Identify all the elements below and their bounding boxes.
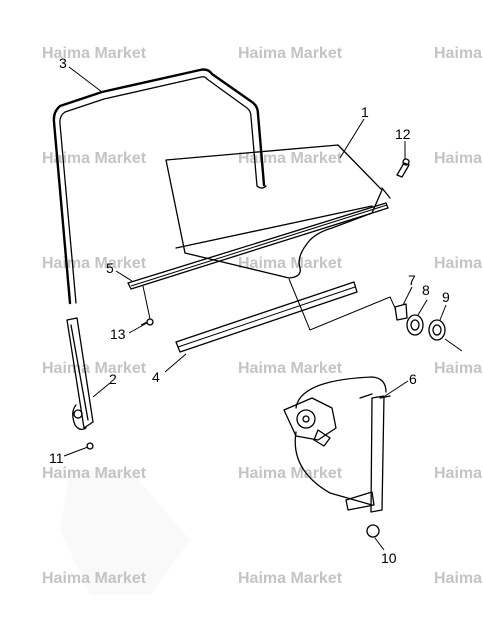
glass-run-channel-part xyxy=(52,68,267,305)
grommet-part xyxy=(428,319,446,341)
watermark-text: Haima Market xyxy=(434,465,483,482)
connector-line xyxy=(288,278,397,331)
callout-8: 8 xyxy=(422,282,430,298)
watermark-text: Haima Market xyxy=(42,360,147,377)
clip-part xyxy=(394,303,408,321)
watermark-text: Haima Market xyxy=(434,570,483,587)
callout-9: 9 xyxy=(442,289,450,305)
watermark-text: Haima Market xyxy=(238,570,343,587)
callout-4: 4 xyxy=(152,369,160,385)
callout-11: 11 xyxy=(49,450,64,466)
window-regulator-part xyxy=(283,376,391,513)
callout-12: 12 xyxy=(395,126,411,142)
callout-10: 10 xyxy=(381,550,397,566)
watermark-text: Haima Market xyxy=(434,255,483,272)
callout-1: 1 xyxy=(361,104,369,120)
screw-part xyxy=(86,442,94,450)
watermark-text: Haima Market xyxy=(238,360,343,377)
leader-lines xyxy=(63,66,463,551)
rear-lower-sash-part xyxy=(66,317,94,431)
watermark-text: Haima Market xyxy=(42,150,147,167)
nut-part xyxy=(366,524,380,538)
callout-labels: 1 2 3 4 5 6 7 8 9 10 11 12 13 xyxy=(49,55,450,566)
outer-belt-weatherstrip-part xyxy=(127,202,389,290)
watermark-text: Haima Market xyxy=(42,465,147,482)
watermark-text: Haima Market xyxy=(42,255,147,272)
watermark-text: Haima Market xyxy=(42,570,147,587)
callout-2: 2 xyxy=(109,371,117,387)
watermark-text: Haima Market xyxy=(238,45,343,62)
watermark-text: Haima Market xyxy=(434,150,483,167)
watermark-text: Haima Market xyxy=(42,45,147,62)
watermark-text: Haima Market xyxy=(238,150,343,167)
door-glass-part xyxy=(165,144,391,279)
callout-6: 6 xyxy=(409,371,417,387)
watermark-text: Haima Market xyxy=(238,465,343,482)
callout-3: 3 xyxy=(59,55,67,71)
faint-background-shape xyxy=(60,470,190,595)
watermark-text: Haima Market xyxy=(434,360,483,377)
watermark-text: Haima Market xyxy=(238,255,343,272)
screw-part xyxy=(140,318,154,326)
grommet-part xyxy=(406,314,424,336)
watermark-layer: Haima Market Haima Market Haima Market H… xyxy=(42,45,483,587)
watermark-text: Haima Market xyxy=(434,45,483,62)
callout-5: 5 xyxy=(106,260,114,276)
callout-7: 7 xyxy=(408,272,416,288)
screw-part xyxy=(396,158,410,178)
inner-belt-weatherstrip-part xyxy=(175,281,358,353)
callout-13: 13 xyxy=(110,326,126,342)
